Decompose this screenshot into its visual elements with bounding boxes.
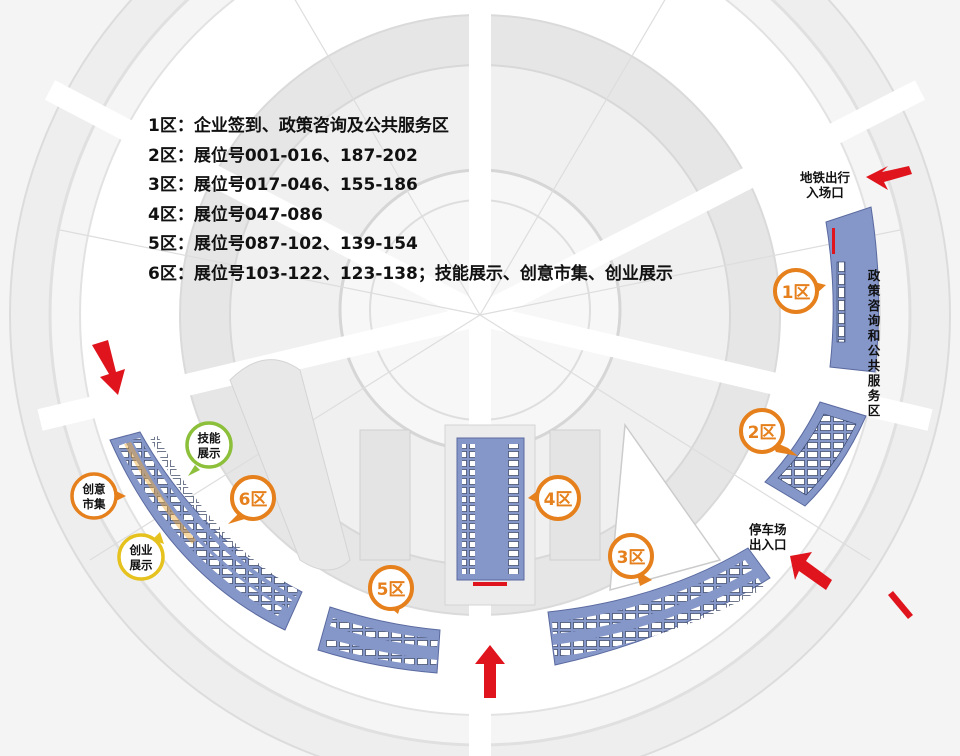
policy-service-label: 政策咨询和公共服务区 (867, 268, 881, 418)
zone-2-badge: 2区 (739, 408, 798, 456)
creative-market-label-2: 市集 (83, 497, 106, 511)
metro-entrance-label-2: 入场口 (806, 185, 844, 200)
zone-5-area (317, 606, 441, 674)
legend-item-zone-4: 4区：展位号047-086 (148, 204, 323, 225)
zone-3-area (547, 547, 771, 666)
legend-item-zone-6: 6区：展位号103-122、123-138；技能展示、创意市集、创业展示 (148, 263, 673, 284)
parking-entrance-label-1: 停车场 (749, 522, 787, 537)
zone-5-label: 5区 (377, 580, 406, 600)
creative-market-badge: 创意 市集 (70, 472, 126, 520)
zone-legend: 1区：企业签到、政策咨询及公共服务区 2区：展位号001-016、187-202… (148, 112, 673, 289)
entrance-arrows (92, 166, 913, 698)
legend-item-zone-5: 5区：展位号087-102、139-154 (148, 234, 418, 254)
zone-4-entrance-marker (473, 582, 507, 586)
zone-4-badge: 4区 (528, 475, 581, 521)
metro-entrance-arrow (866, 166, 912, 190)
metro-entrance-label-1: 地铁出行 (800, 170, 851, 185)
zone-3-badge: 3区 (608, 533, 654, 586)
zone-6-area (109, 431, 303, 631)
parking-entrance-arrow (790, 552, 832, 590)
startup-showcase-badge: 创业 展示 (117, 532, 165, 581)
parking-entrance-label-2: 出入口 (749, 537, 787, 552)
zone-5-badge: 5区 (368, 565, 414, 614)
parking-entrance-label: 停车场 出入口 (749, 522, 787, 552)
startup-showcase-label-1: 创业 (129, 543, 153, 557)
metro-entrance-label: 地铁出行 入场口 (800, 170, 850, 200)
zone-4-label: 4区 (544, 490, 573, 510)
legend-item-zone-1: 1区：企业签到、政策咨询及公共服务区 (148, 116, 449, 136)
zone-2-area (764, 401, 867, 507)
zone-6-label: 6区 (239, 490, 268, 510)
legend-item-zone-3: 3区：展位号017-046、155-186 (148, 175, 418, 195)
zone-3-label: 3区 (617, 548, 646, 568)
skill-showcase-label-1: 技能 (198, 431, 221, 445)
skill-showcase-badge: 技能 展示 (185, 421, 233, 476)
zone-1-badge: 1区 (773, 268, 826, 314)
east-marker (888, 591, 913, 619)
zone-1-entrance-marker (832, 228, 835, 254)
west-entrance-arrow (92, 340, 125, 395)
south-entrance-arrow (475, 645, 505, 698)
startup-showcase-label-2: 展示 (129, 558, 153, 572)
legend-item-zone-2: 2区：展位号001-016、187-202 (148, 145, 418, 166)
skill-showcase-label-2: 展示 (197, 446, 221, 460)
zone-1-area (825, 206, 880, 373)
zone-6-badge: 6区 (228, 475, 276, 524)
zone-1-label: 1区 (782, 283, 811, 303)
creative-market-label-1: 创意 (82, 482, 106, 496)
zone-2-label: 2区 (748, 423, 777, 443)
zone-4-area (456, 437, 525, 586)
